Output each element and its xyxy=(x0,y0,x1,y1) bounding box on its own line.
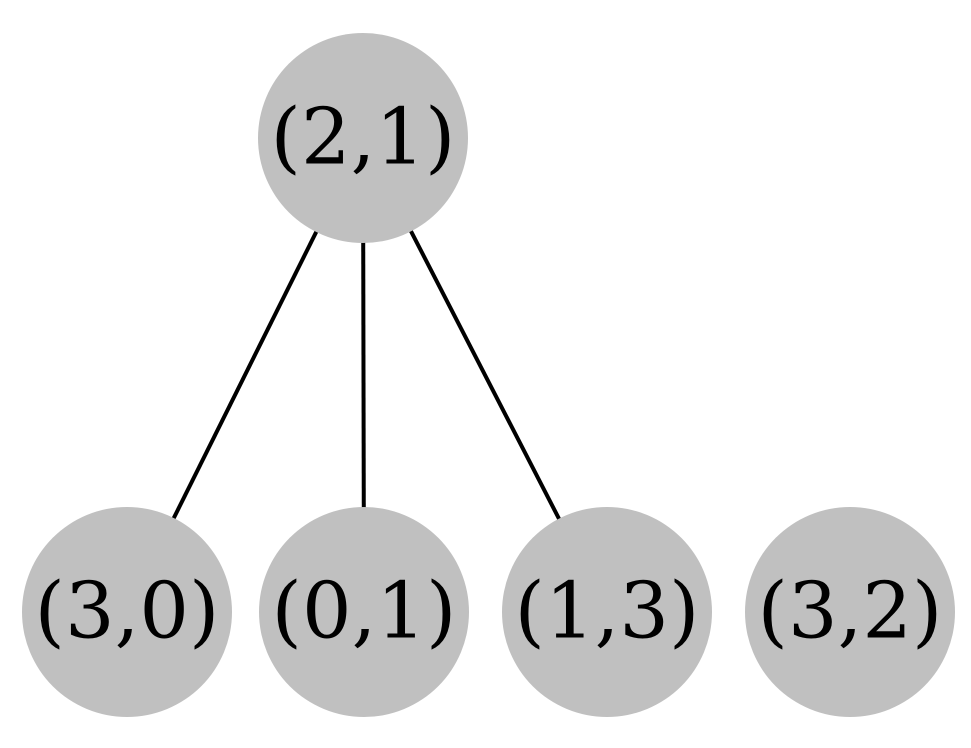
node-label: (2,1) xyxy=(271,93,456,183)
node-label: (0,1) xyxy=(272,567,457,657)
nodes-layer: (2,1) (3,0) (0,1) (1,3) (3,2) xyxy=(22,33,955,717)
node-circle xyxy=(259,507,469,717)
node-label: (3,0) xyxy=(35,567,220,657)
node-label: (3,2) xyxy=(758,567,943,657)
node-circle xyxy=(22,507,232,717)
node-circle xyxy=(502,507,712,717)
graph-node-13: (1,3) xyxy=(502,507,712,717)
node-circle xyxy=(258,33,468,243)
graph-node-21: (2,1) xyxy=(258,33,468,243)
graph-node-01: (0,1) xyxy=(259,507,469,717)
graph-node-32: (3,2) xyxy=(745,507,955,717)
graph-node-30: (3,0) xyxy=(22,507,232,717)
node-circle xyxy=(745,507,955,717)
node-label: (1,3) xyxy=(515,567,700,657)
